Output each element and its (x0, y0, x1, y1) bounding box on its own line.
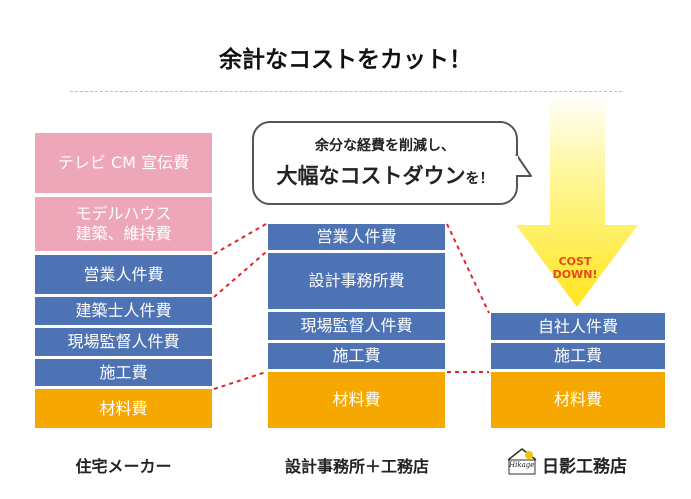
cost-down-label: COST DOWN! (540, 255, 610, 281)
connector-line (213, 371, 267, 390)
column-label-hikage: 日影工務店 (542, 457, 627, 477)
block-construction: 施工費 (35, 359, 212, 386)
cost-down-line1: COST (558, 255, 592, 268)
hikage-logo-icon (507, 447, 537, 475)
block-sales: 営業人件費 (268, 224, 445, 250)
block-model-house: モデルハウス 建築、維持費 (35, 197, 212, 251)
hikage-logo: Hikage (506, 446, 538, 476)
block-supervisor: 現場監督人件費 (268, 312, 445, 340)
block-construction: 施工費 (268, 343, 445, 369)
page-title: 余計なコストをカット！ (219, 47, 472, 73)
bubble-text-suffix: を！ (465, 171, 494, 187)
block-staff: 自社人件費 (491, 313, 665, 340)
block-construction: 施工費 (491, 343, 665, 369)
block-sales: 営業人件費 (35, 255, 212, 294)
block-materials: 材料費 (491, 372, 665, 428)
column-label-maker: 住宅メーカー (75, 457, 172, 476)
block-model-house-line1: モデルハウス (75, 204, 172, 223)
block-supervisor: 現場監督人件費 (35, 328, 212, 356)
block-materials: 材料費 (268, 372, 445, 428)
block-architect: 建築士人件費 (35, 297, 212, 325)
block-tv-cm: テレビ CM 宣伝費 (35, 133, 212, 193)
hikage-logo-text: Hikage (509, 461, 535, 469)
block-model-house-line2: 建築、維持費 (75, 224, 172, 243)
bubble-text-main: 大幅なコストダウン (276, 164, 466, 188)
connector-line (213, 223, 267, 255)
column-label-office: 設計事務所＋工務店 (284, 457, 429, 476)
cost-down-arrow (516, 95, 638, 307)
block-design-office: 設計事務所費 (268, 253, 445, 309)
connector-line (446, 223, 490, 314)
bubble-text-line1: 余分な経費を削減し、 (315, 138, 455, 154)
title-divider (70, 91, 622, 92)
bubble-text-line2: 大幅なコストダウンを！ (252, 160, 518, 190)
connector-line (213, 251, 267, 298)
speech-bubble-tail (512, 153, 532, 177)
cost-down-line2: DOWN! (552, 267, 598, 281)
block-materials: 材料費 (35, 389, 212, 428)
speech-bubble (252, 121, 518, 205)
